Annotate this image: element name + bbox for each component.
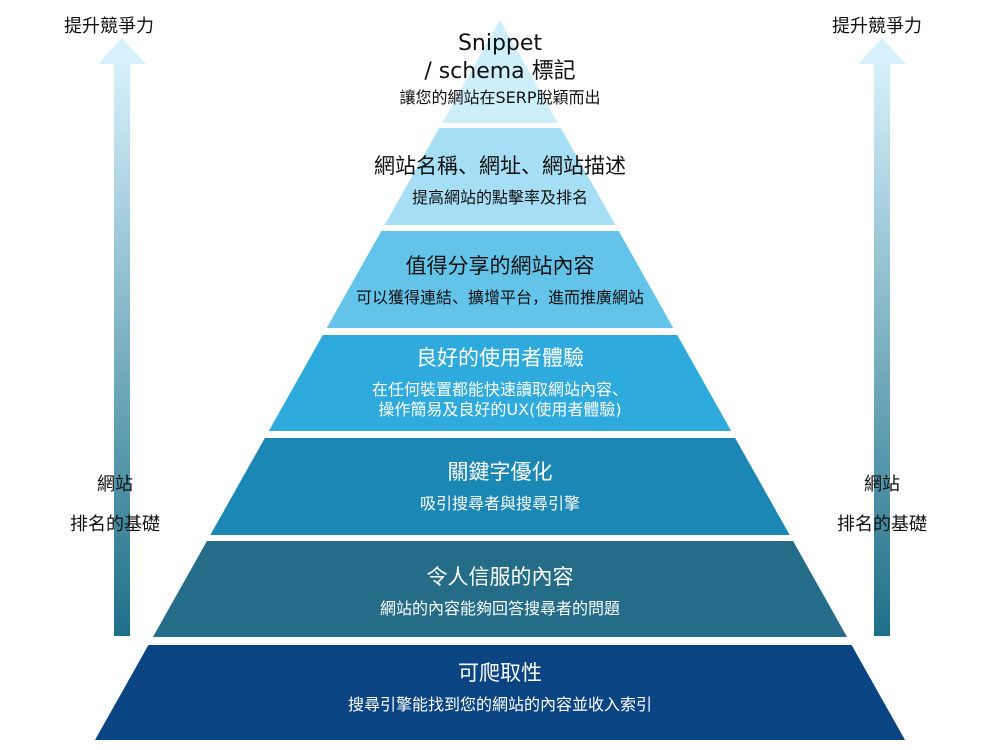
layer-subtitle: 在任何裝置都能快速讀取網站內容、: [371, 380, 628, 399]
layer-crawlability: 可爬取性 搜尋引擎能找到您的網站的內容並收入索引: [0, 657, 1000, 715]
layer-shareable-content: 值得分享的網站內容 可以獲得連結、擴增平台，進而推廣網站: [0, 250, 1000, 308]
layer-ux: 良好的使用者體驗 在任何裝置都能快速讀取網站內容、 操作簡易及良好的UX(使用者…: [0, 342, 1000, 420]
left-bottom-label-1: 網站: [97, 474, 133, 495]
layer-title: 令人信服的內容: [426, 565, 574, 589]
layer-keyword: 關鍵字優化 吸引搜尋者與搜尋引擎: [0, 456, 1000, 514]
left-top-label: 提升競爭力: [64, 16, 154, 37]
layer-title: 可爬取性: [458, 661, 542, 685]
pyramid-layer-4: [268, 335, 732, 431]
layer-snippet: Snippet / schema 標記 讓您的網站在SERP脫穎而出: [0, 30, 1000, 108]
layer-title: 值得分享的網站內容: [405, 254, 595, 278]
layer-site-name: 網站名稱、網址、網站描述 提高網站的點擊率及排名: [0, 150, 1000, 208]
right-bottom-label-2: 排名的基礎: [837, 514, 927, 535]
layer-subtitle: 操作簡易及良好的UX(使用者體驗): [378, 400, 622, 419]
layer-subtitle: 可以獲得連結、擴增平台，進而推廣網站: [355, 288, 644, 307]
pyramid-layer-3: [326, 231, 674, 328]
pyramid-layer-7: [95, 645, 905, 740]
layer-subtitle: 讓您的網站在SERP脫穎而出: [399, 88, 601, 107]
layer-subtitle: 提高網站的點擊率及排名: [411, 188, 588, 207]
layer-subtitle: 吸引搜尋者與搜尋引擎: [419, 494, 580, 513]
pyramid-layer-6: [152, 541, 848, 637]
right-top-label: 提升競爭力: [832, 16, 922, 37]
layer-convincing-content: 令人信服的內容 網站的內容能夠回答搜尋者的問題: [0, 561, 1000, 619]
right-bottom-label-1: 網站: [864, 474, 900, 495]
layer-title: Snippet: [457, 31, 543, 56]
layer-subtitle: 搜尋引擎能找到您的網站的內容並收入索引: [347, 695, 652, 714]
layer-subtitle: 網站的內容能夠回答搜尋者的問題: [379, 599, 620, 618]
layer-title: 關鍵字優化: [447, 460, 553, 484]
right-arrow: [858, 38, 906, 636]
left-bottom-label-2: 排名的基礎: [70, 514, 160, 535]
pyramid-layer-1: [442, 20, 558, 123]
layer-title: 網站名稱、網址、網站描述: [374, 154, 626, 178]
layer-title: 良好的使用者體驗: [416, 346, 584, 370]
layer-title: / schema 標記: [424, 59, 576, 84]
left-arrow: [98, 38, 146, 636]
pyramid-layer-5: [210, 438, 790, 535]
pyramid-layer-2: [384, 128, 616, 225]
